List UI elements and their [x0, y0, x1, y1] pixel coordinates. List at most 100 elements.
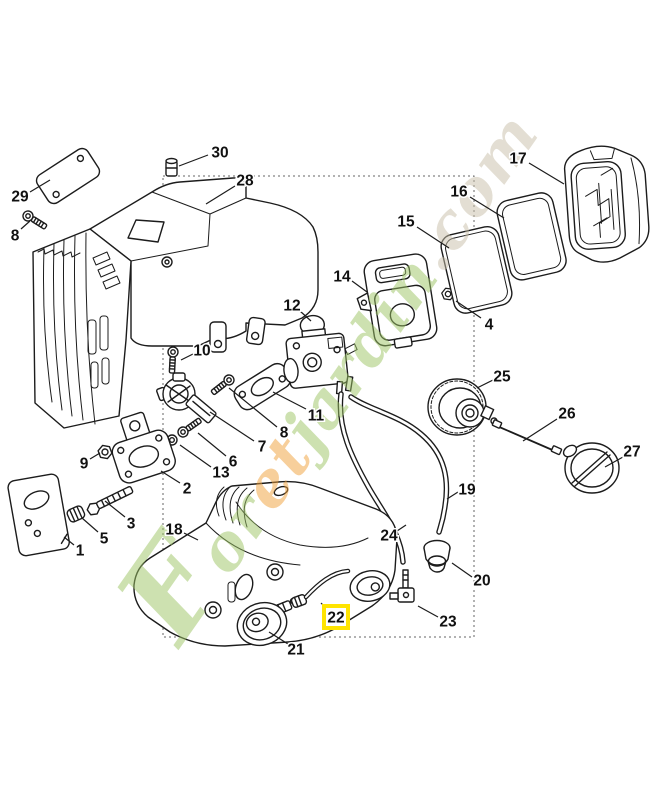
part-label-17[interactable]: 17	[508, 149, 565, 185]
part-17-filter-cover-art	[563, 145, 650, 263]
part-label-7[interactable]: 7	[209, 411, 268, 457]
leader-line	[351, 280, 368, 293]
part-label-19[interactable]: 19	[446, 480, 477, 500]
part-label-16[interactable]: 16	[449, 182, 505, 219]
part-label-23[interactable]: 23	[417, 605, 458, 632]
part-23-elbow-art	[389, 569, 415, 603]
part-number-text: 28	[236, 173, 254, 190]
part-14-filter-housing-art	[356, 253, 438, 349]
leader-line	[268, 631, 289, 645]
leader-line	[416, 226, 450, 249]
part-label-29[interactable]: 29	[10, 179, 51, 207]
part-number-text: 4	[485, 317, 494, 334]
part-number-text: 24	[380, 528, 398, 545]
part-number-text: 5	[100, 531, 109, 548]
leader-line	[81, 517, 99, 533]
part-label-26[interactable]: 26	[522, 404, 577, 442]
part-label-13[interactable]: 13	[179, 444, 231, 483]
part-number-text: 21	[287, 642, 305, 659]
leader-line	[205, 185, 236, 205]
leader-line	[180, 353, 194, 361]
leader-line	[396, 524, 407, 532]
part-number-text: 12	[283, 298, 300, 315]
part-label-3[interactable]: 3	[104, 500, 137, 534]
part-28-cover-art	[32, 177, 319, 429]
part-label-24[interactable]: 24	[379, 524, 407, 546]
leader-line	[209, 411, 255, 442]
leader-line	[183, 532, 199, 541]
part-number-text: 8	[11, 228, 20, 245]
leader-line	[446, 491, 459, 500]
part-30-plug-art	[165, 157, 178, 177]
part-number-text: 29	[11, 189, 29, 206]
part-15-filter-pad-art	[440, 225, 513, 314]
part-number-text: 13	[212, 465, 230, 482]
part-label-4[interactable]: 4	[455, 300, 495, 335]
part-16-filter-element-art	[496, 192, 567, 281]
part-label-30[interactable]: 30	[178, 143, 230, 167]
leader-line	[197, 432, 227, 457]
part-5-plug-art	[66, 505, 86, 523]
throttle-lever-assembly-art	[156, 372, 217, 424]
leader-line	[455, 300, 482, 319]
part-12-carburetor-art	[283, 314, 358, 395]
part-label-9[interactable]: 9	[78, 452, 101, 474]
part-label-12[interactable]: 12	[282, 296, 312, 322]
part-label-1[interactable]: 1	[63, 536, 86, 561]
part-number-text: 3	[127, 516, 136, 533]
leader-line	[451, 562, 473, 578]
part-label-10[interactable]: 10	[180, 341, 212, 361]
part-number-text: 2	[183, 481, 192, 498]
part-number-text: 25	[493, 369, 511, 386]
highlight-box-inner	[326, 608, 346, 626]
part-labels: 3029828171615144121011876139235118252627…	[9, 143, 642, 660]
part-label-6[interactable]: 6	[197, 432, 239, 472]
part-label-25[interactable]: 25	[476, 367, 512, 389]
part-number-text: 15	[397, 214, 415, 231]
part-label-27[interactable]: 27	[604, 442, 642, 468]
leader-line	[20, 220, 31, 230]
part-label-8[interactable]: 8	[228, 387, 290, 443]
part-number-text: 11	[308, 408, 325, 425]
leader-line	[417, 605, 439, 618]
part-22-pickup-art	[290, 568, 391, 608]
part-label-28[interactable]: 28	[205, 171, 255, 205]
part-label-8[interactable]: 8	[9, 220, 31, 246]
part-label-22-highlighted[interactable]: 22	[320, 602, 350, 630]
part-3-bolt-art	[86, 486, 134, 516]
fuel-line-19-art	[348, 394, 450, 535]
part-label-21[interactable]: 21	[268, 631, 306, 660]
part-number-text: 9	[80, 456, 89, 473]
part-number-text: 23	[439, 614, 457, 631]
part-1-gasket-art	[7, 473, 70, 557]
part-label-14[interactable]: 14	[332, 267, 368, 293]
part-label-5[interactable]: 5	[81, 517, 110, 549]
leader-line	[228, 387, 278, 428]
part-number-text: 16	[450, 184, 468, 201]
part-29-plate-art	[35, 147, 101, 205]
part-label-15[interactable]: 15	[396, 212, 450, 249]
part-label-18[interactable]: 18	[164, 520, 199, 541]
part-number-text: 1	[76, 543, 85, 560]
leader-line	[522, 418, 558, 442]
part-label-11[interactable]: 11	[272, 391, 326, 426]
part-number-text: 8	[280, 425, 289, 442]
part-label-20[interactable]: 20	[451, 562, 492, 591]
part-2-bracket-art	[111, 411, 176, 484]
leader-line	[469, 196, 505, 219]
part-27-cap-ring-art	[562, 442, 620, 494]
part-25-fuel-cap-art	[427, 378, 498, 436]
leader-line	[604, 456, 624, 468]
leader-line	[104, 500, 126, 518]
leader-line	[29, 179, 51, 193]
part-number-text: 7	[258, 439, 267, 456]
part-label-2[interactable]: 2	[160, 470, 193, 499]
leader-line	[179, 444, 212, 468]
leader-line	[272, 391, 307, 410]
leader-line	[528, 162, 565, 185]
part-number-text: 22	[327, 610, 344, 627]
part-number-text: 26	[558, 406, 576, 423]
part-number-text: 27	[623, 444, 640, 461]
